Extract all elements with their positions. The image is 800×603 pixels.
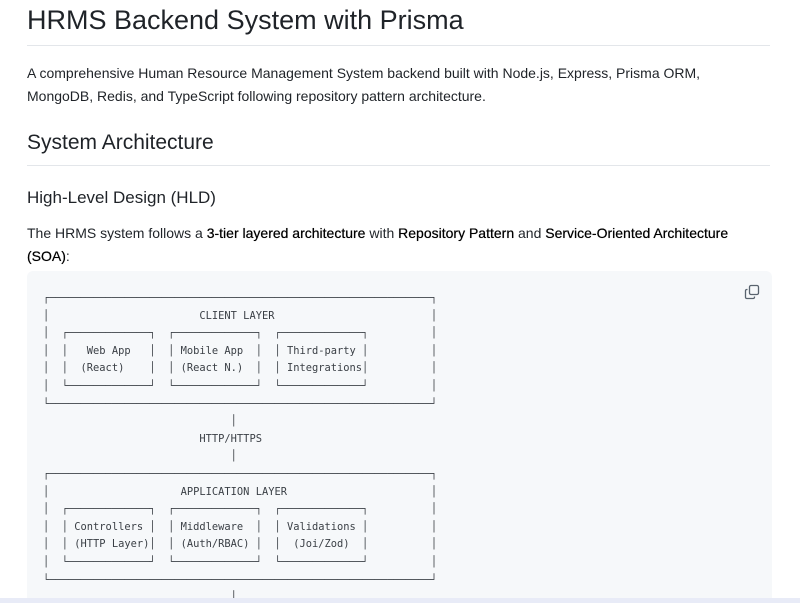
- section-heading-architecture: System Architecture: [27, 129, 770, 166]
- hld-bold-repository: Repository Pattern: [398, 225, 515, 241]
- bottom-scroll-edge: [0, 598, 800, 603]
- hld-text-part: and: [514, 225, 546, 241]
- architecture-diagram-code-block[interactable]: ┌───────────────────────────────────────…: [27, 271, 772, 603]
- hld-text-part: with: [365, 225, 399, 241]
- readme-content: HRMS Backend System with Prisma A compre…: [27, 0, 770, 268]
- copy-icon[interactable]: [744, 284, 760, 300]
- hld-text-part: The HRMS system follows a: [27, 225, 207, 241]
- hld-bold-tier: 3-tier layered architecture: [206, 225, 366, 241]
- intro-paragraph: A comprehensive Human Resource Managemen…: [27, 65, 701, 104]
- page-title: HRMS Backend System with Prisma: [27, 2, 770, 46]
- hld-bold-soa: Service-Oriented Architecture (SOA): [27, 225, 729, 264]
- hld-paragraph: The HRMS system follows a 3-tier layered…: [27, 222, 770, 268]
- architecture-diagram-text[interactable]: ┌───────────────────────────────────────…: [43, 292, 438, 603]
- hld-text-part: :: [65, 248, 70, 264]
- subsection-heading-hld: High-Level Design (HLD): [27, 188, 216, 207]
